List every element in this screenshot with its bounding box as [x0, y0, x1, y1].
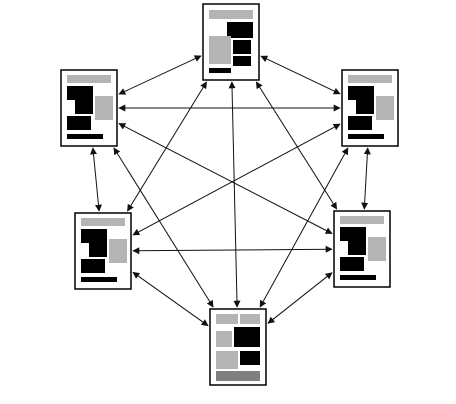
layout-block	[227, 22, 253, 38]
layout-block	[81, 229, 107, 243]
layout-block	[216, 331, 232, 347]
layout-block	[233, 40, 251, 54]
arrow-top-to-bottom	[228, 81, 241, 308]
layout-block	[340, 257, 364, 271]
layout-block	[216, 351, 238, 369]
layout-block	[81, 218, 125, 226]
layout-block	[216, 314, 238, 324]
layout-block	[340, 216, 384, 224]
layout-block	[216, 371, 260, 381]
layout-block	[240, 351, 260, 365]
layout-block	[67, 86, 93, 100]
layout-block	[348, 241, 366, 255]
layout-block	[89, 243, 107, 257]
page-node-upper-right	[341, 69, 399, 147]
arrow-upper-right-to-lower-right	[361, 147, 371, 210]
layout-block	[348, 116, 372, 130]
connection-arrows	[90, 55, 371, 327]
layout-block	[67, 134, 103, 139]
arrow-lower-left-to-lower-right	[132, 245, 333, 255]
layout-block	[348, 75, 392, 83]
page-node-top	[202, 3, 260, 81]
arrow-top-to-lower-left	[127, 81, 207, 212]
page-node-lower-right	[333, 210, 391, 288]
layout-block	[340, 275, 376, 280]
arrow-top-to-upper-right	[260, 55, 341, 95]
arrow-upper-right-to-lower-left	[132, 123, 341, 236]
layout-block	[356, 100, 374, 114]
page-node-bottom	[209, 308, 267, 386]
layout-block	[348, 86, 374, 100]
layout-block	[368, 237, 386, 261]
layout-block	[67, 75, 111, 83]
layout-block	[81, 259, 105, 273]
layout-block	[209, 36, 231, 64]
layout-block	[67, 116, 91, 130]
layout-block	[75, 100, 93, 114]
layout-block	[209, 10, 253, 19]
page-node-lower-left	[74, 212, 132, 290]
layout-block	[209, 68, 231, 73]
page-node-upper-left	[60, 69, 118, 147]
arrow-upper-right-to-bottom	[259, 147, 349, 308]
layout-block	[233, 56, 251, 66]
arrow-upper-left-to-lower-left	[90, 147, 102, 212]
layout-block	[240, 314, 260, 324]
layout-block	[376, 96, 394, 120]
layout-block	[95, 96, 113, 120]
layout-block	[81, 277, 117, 282]
layout-block	[340, 227, 366, 241]
arrow-upper-left-to-top	[118, 55, 202, 95]
page-nodes	[60, 3, 399, 386]
layout-block	[109, 239, 127, 263]
layout-block	[234, 327, 260, 347]
arrow-upper-left-to-lower-right	[118, 123, 333, 234]
layout-block	[348, 134, 384, 139]
arrow-lower-right-to-bottom	[267, 272, 333, 324]
